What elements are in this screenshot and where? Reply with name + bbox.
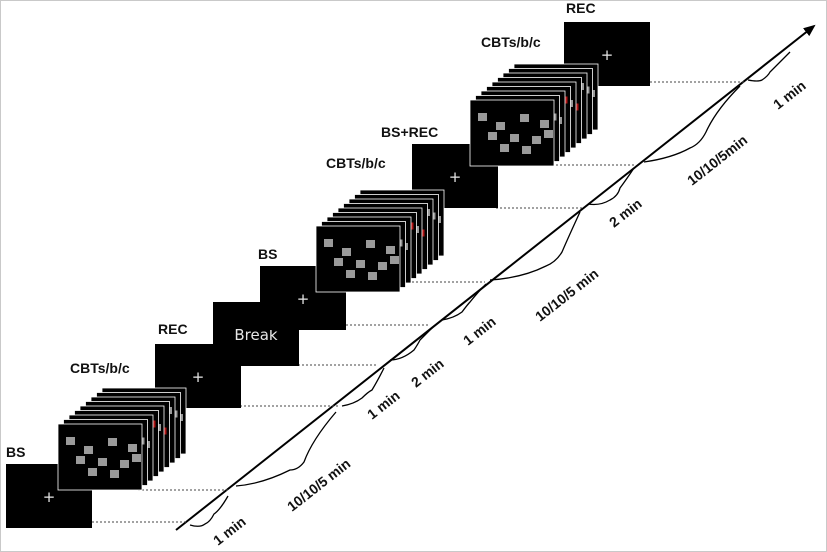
break-text: Break — [234, 326, 278, 344]
fixation-cross: + — [449, 168, 462, 186]
cbt-block — [500, 144, 509, 152]
brace-3 — [341, 367, 385, 407]
duration-label: 2 min — [408, 355, 447, 390]
duration-label: 1 min — [364, 387, 403, 422]
cbt-block — [496, 122, 505, 130]
cbt-block — [378, 262, 387, 270]
cbt-block — [356, 260, 365, 268]
duration-label: 10/10/5 min — [532, 265, 601, 324]
cbt-block — [564, 96, 568, 104]
cbt-block — [98, 458, 107, 466]
time-axis-arrow — [175, 24, 816, 531]
screen-labels: BS CBTs/b/c REC BS CBTs/b/c BS+REC CBTs/… — [6, 0, 596, 460]
cbt-block — [522, 146, 531, 154]
cbt-block — [478, 113, 487, 121]
duration-label: 1 min — [770, 77, 809, 112]
fixation-cross: + — [297, 290, 310, 308]
duration-label: 10/10/5 min — [284, 455, 353, 514]
cbt-block — [180, 414, 183, 421]
cbt-block — [570, 100, 573, 107]
cbt-block — [399, 239, 403, 247]
cbt-block — [416, 226, 419, 233]
cbt-block — [324, 239, 333, 247]
cbt-block — [544, 130, 553, 138]
cbt-block — [366, 240, 375, 248]
cbt-block — [432, 212, 436, 220]
cbt-screen-stack-2 — [315, 189, 445, 293]
duration-braces — [189, 51, 791, 527]
screen-bs-2: + — [260, 266, 346, 330]
cbt-block — [390, 256, 399, 264]
cbt-block — [158, 424, 161, 431]
brace-8 — [643, 85, 741, 163]
cbt-block — [163, 427, 167, 435]
cbt-block — [532, 136, 541, 144]
cbt-block — [132, 454, 141, 462]
brace-4 — [389, 325, 435, 361]
cbt-block — [510, 134, 519, 142]
cbt-block — [438, 216, 441, 223]
fixation-cross: + — [43, 488, 56, 506]
cbt-screen-stack-3 — [469, 63, 599, 167]
cbt-screen — [315, 225, 401, 293]
label-bs-1: BS — [6, 444, 25, 460]
cbt-block — [592, 90, 595, 97]
cbt-block — [581, 83, 584, 90]
cbt-block — [84, 446, 93, 454]
fixation-cross: + — [601, 46, 614, 64]
duration-label: 1 min — [460, 313, 499, 348]
cbt-block — [575, 103, 579, 111]
brace-2 — [235, 411, 337, 487]
cbt-block — [334, 258, 343, 266]
cbt-block — [346, 270, 355, 278]
brace-9 — [747, 51, 791, 82]
cbt-block — [427, 209, 430, 216]
cbt-block — [586, 86, 590, 94]
cbt-block — [108, 438, 117, 446]
label-rec-1: REC — [158, 321, 188, 337]
cbt-block — [410, 222, 414, 230]
connector-lines — [92, 81, 744, 523]
cbt-block — [520, 114, 529, 122]
cbt-screen — [57, 423, 143, 491]
cbt-block — [152, 420, 156, 428]
brace-5 — [441, 283, 487, 321]
cbt-block — [559, 117, 562, 124]
cbt-block — [141, 437, 145, 445]
cbt-block — [88, 468, 97, 476]
duration-label: 2 min — [606, 195, 645, 230]
cbt-block — [488, 132, 497, 140]
brace-6 — [489, 211, 581, 281]
cbt-screen — [469, 99, 555, 167]
cbt-block — [169, 407, 172, 414]
label-cbt-1: CBTs/b/c — [70, 360, 130, 376]
cbt-block — [147, 441, 150, 448]
cbt-block — [405, 243, 408, 250]
label-cbt-2: CBTs/b/c — [326, 155, 386, 171]
cbt-block — [110, 470, 119, 478]
cbt-block — [386, 246, 395, 254]
brace-1 — [189, 495, 229, 527]
fixation-cross: + — [192, 368, 205, 386]
cbt-block — [368, 272, 377, 280]
label-bs-rec: BS+REC — [381, 124, 438, 140]
cbt-block — [540, 120, 549, 128]
cbt-block — [66, 437, 75, 445]
cbt-block — [553, 113, 557, 121]
cbt-screen-stack-1 — [57, 387, 187, 491]
cbt-block — [421, 229, 425, 237]
duration-label: 1 min — [210, 513, 249, 548]
brace-7 — [587, 167, 635, 206]
cbt-block — [174, 410, 178, 418]
label-rec-2: REC — [566, 0, 596, 16]
duration-label: 10/10/5min — [684, 132, 750, 189]
cbt-block — [128, 444, 137, 452]
cbt-block — [76, 456, 85, 464]
label-cbt-3: CBTs/b/c — [481, 34, 541, 50]
label-bs-2: BS — [258, 246, 277, 262]
cbt-block — [120, 460, 129, 468]
cbt-block — [342, 248, 351, 256]
